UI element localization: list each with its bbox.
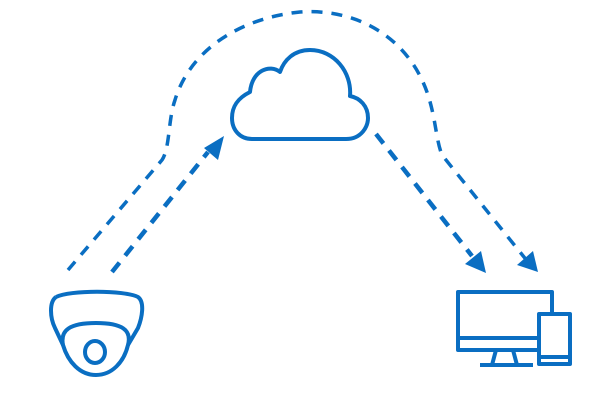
monitor-icon: [456, 290, 554, 367]
stream-flow-arrow-line: [374, 132, 474, 258]
direct-flow-arrowhead: [517, 251, 538, 272]
cloud-icon: [230, 48, 370, 141]
camera-icon: [49, 289, 145, 377]
direct-flow-arrow-line: [66, 9, 530, 272]
upload-flow-arrowhead: [204, 136, 224, 160]
upload-flow-arrow-line: [110, 150, 210, 274]
stream-flow-arrowhead: [465, 251, 486, 273]
phone-icon: [537, 312, 572, 366]
camera-lens-icon: [83, 339, 107, 365]
